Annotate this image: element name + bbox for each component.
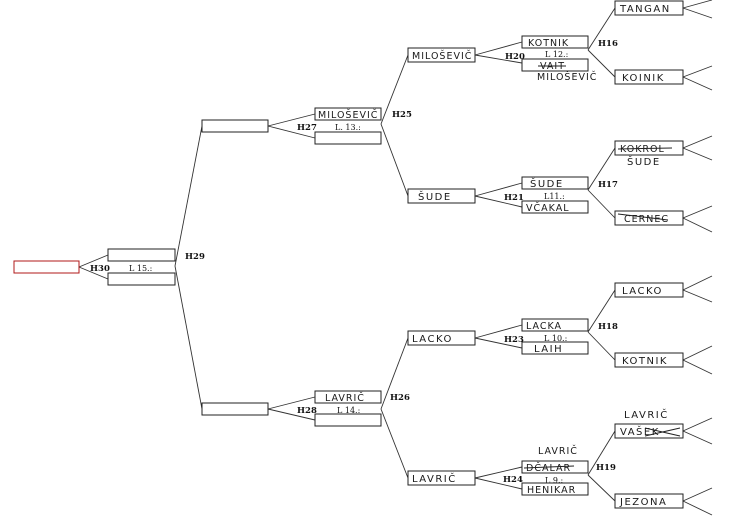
match-code: H23 — [504, 335, 524, 345]
match-code: H27 — [297, 123, 317, 133]
entry-box — [407, 188, 476, 204]
leg-label: L11.: — [544, 192, 565, 201]
player-name-crossed: VAŠEK — [620, 425, 660, 438]
player-name: KOTNIK — [622, 356, 668, 367]
player-name: LAVRIČ — [412, 472, 457, 485]
player-name: VČAKAL — [526, 202, 570, 214]
entry-box — [407, 47, 476, 63]
round-3: MILOŠEVIČ ŠUDE LACKO LAVRIČ — [407, 47, 476, 486]
match-code: H24 — [503, 475, 523, 485]
match-code: H19 — [596, 463, 616, 473]
player-name: MILOŠEVIČ — [412, 50, 472, 62]
match-code: H29 — [185, 252, 205, 262]
final — [13, 260, 80, 274]
handwritten-note: ŠUDE — [627, 155, 661, 168]
handwritten-note: LAVRIČ — [624, 408, 669, 421]
match-code: H26 — [390, 393, 410, 403]
entry-box — [314, 107, 382, 121]
match-code: H30 — [90, 264, 110, 274]
entry-box — [407, 330, 476, 346]
match-code: H21 — [504, 193, 524, 203]
leg-label: L 10.: — [544, 334, 567, 343]
player-name: LACKO — [622, 286, 663, 297]
match-code: H20 — [505, 52, 525, 62]
entry-box — [201, 119, 269, 133]
entry-box — [407, 470, 476, 486]
round-4: MILOŠEVIČ L. 13.: LAVRIČ L 14.: — [314, 107, 382, 427]
player-name-crossed: DČALAR — [526, 462, 571, 474]
round-1: TANGAN KOINIK KOKROL ŠUDE CERNEC LACKO K… — [614, 0, 684, 509]
leg-label: L 14.: — [337, 406, 360, 415]
player-name: JEZONA — [619, 497, 667, 508]
leg-label: L 15.: — [129, 264, 152, 273]
match-code: H16 — [598, 39, 618, 49]
player-name: HENIKAR — [527, 485, 576, 496]
entry-box — [201, 402, 269, 416]
entry-box — [521, 58, 589, 72]
leg-label: L 9.: — [545, 476, 563, 485]
entry-box — [314, 390, 382, 404]
match-code: H25 — [392, 110, 412, 120]
match-codes: H16 H17 H18 H19 H20 H21 H23 H24 H25 H26 … — [90, 39, 618, 485]
leg-label: L. 13.: — [335, 123, 361, 132]
round-2: KOTNIK L 12.: VAIT MILOŠEVIČ ŠUDE L11.: … — [521, 35, 597, 496]
entry-box — [614, 493, 684, 509]
entry-box — [614, 352, 684, 368]
player-name: KOTNIK — [528, 38, 569, 49]
entry-box — [521, 200, 589, 214]
player-name: LACKA — [526, 321, 562, 332]
player-name: CERNEC — [624, 214, 669, 225]
match-code: H28 — [297, 406, 317, 416]
entry-box — [614, 0, 684, 16]
entry-box — [521, 341, 589, 355]
entry-box — [614, 282, 684, 298]
player-name: ŠUDE — [418, 190, 452, 203]
bracket-lines — [78, 0, 713, 516]
player-name: KOINIK — [622, 73, 665, 84]
player-name: ŠUDE — [530, 177, 564, 190]
match-code: H17 — [598, 180, 618, 190]
final-entry-box — [13, 260, 80, 274]
entry-box — [314, 131, 382, 145]
entry-box — [107, 272, 176, 286]
entry-box — [107, 248, 176, 262]
entry-box — [521, 176, 589, 190]
leg-label: L 12.: — [545, 50, 568, 59]
player-name: MILOŠEVIČ — [318, 109, 378, 121]
round-6: L 15.: — [107, 248, 176, 286]
entry-box — [521, 482, 589, 496]
entry-box — [614, 69, 684, 85]
entry-box — [521, 318, 589, 332]
entry-box — [314, 413, 382, 427]
entry-box — [521, 35, 589, 49]
player-name: LAVRIČ — [325, 392, 365, 404]
player-name: LAIH — [534, 344, 563, 355]
player-name: LACKO — [412, 334, 453, 345]
round-5 — [201, 119, 269, 416]
match-code: H18 — [598, 322, 618, 332]
handwritten-note: LAVRIČ — [538, 445, 578, 457]
player-name-crossed: KOKROL — [620, 144, 665, 155]
entry-box — [614, 423, 684, 439]
player-name: TANGAN — [619, 4, 671, 15]
handwritten-note: MILOŠEVIČ — [537, 71, 597, 83]
